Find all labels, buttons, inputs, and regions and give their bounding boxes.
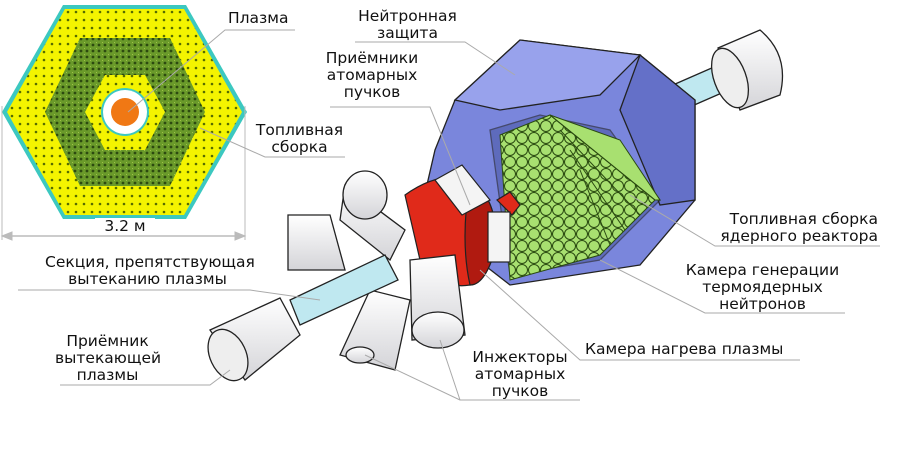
label-plasma-receiver: Приёмник вытекающей плазмы: [55, 332, 162, 384]
label-heating-chamber: Камера нагрева плазмы: [585, 340, 784, 358]
label-reactor-fuel: Топливная сборка ядерного реактора: [700, 211, 878, 245]
label-line: Приёмники: [325, 49, 419, 67]
label-line: Секция, препятствующая: [45, 253, 255, 271]
label-line: атомарных: [474, 365, 566, 383]
label-line: Топливная: [255, 121, 344, 139]
label-line: нейтронов: [719, 295, 806, 313]
label-line: атомарных: [326, 66, 418, 84]
label-line: Топливная сборка: [729, 210, 878, 228]
dimension-arrow: [0, 106, 247, 241]
label-line: вытеканию плазмы: [68, 270, 227, 288]
label-line: защита: [377, 24, 438, 42]
label-line: Камера генерации: [685, 261, 840, 279]
beam-receivers: [434, 164, 511, 263]
fuel-assembly-cross-section: [2, 5, 247, 219]
label-plasma: Плазма: [228, 9, 289, 27]
plasma-core: [111, 98, 139, 126]
label-line: пучков: [491, 382, 549, 400]
label-line: ядерного реактора: [720, 227, 878, 245]
label-line: пучков: [343, 83, 401, 101]
label-fuel-assembly: Топливная сборка: [252, 122, 347, 156]
label-line: Нейтронная: [358, 7, 457, 25]
label-line: Инжекторы: [472, 348, 568, 366]
label-line: Приёмник: [66, 332, 149, 350]
label-beam-receivers: Приёмники атомарных пучков: [322, 50, 422, 101]
label-neutron-shield: Нейтронная защита: [350, 8, 465, 42]
label-line: сборка: [271, 138, 328, 156]
label-line: термоядерных: [702, 278, 823, 296]
label-line: вытекающей: [55, 349, 162, 367]
left-end-cylinder: [207, 254, 399, 382]
label-line: плазмы: [76, 366, 139, 384]
beam-injectors: [287, 170, 466, 371]
label-injectors: Инжекторы атомарных пучков: [465, 349, 575, 400]
label-section: Секция, препятствующая вытеканию плазмы: [45, 253, 255, 288]
label-dimension: 3.2 м: [95, 218, 155, 235]
leader-lines: [18, 29, 880, 401]
label-neutron-chamber: Камера генерации термоядерных нейтронов: [680, 262, 845, 313]
